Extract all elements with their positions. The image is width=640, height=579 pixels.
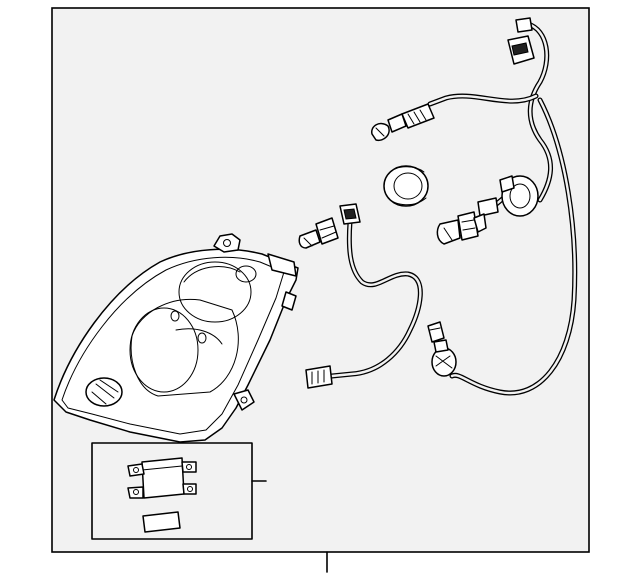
ballast-module-inset <box>91 442 267 540</box>
side-marker-bulb <box>371 103 435 142</box>
harness-connector-lower <box>305 365 333 389</box>
wedge-bulb <box>436 211 487 245</box>
lower-bulb-socket <box>427 321 457 377</box>
headlamp-wiring-harness <box>329 21 578 396</box>
harness-connector <box>507 17 535 65</box>
headlamp-bulb <box>298 203 361 249</box>
dust-cover-cap <box>383 165 429 207</box>
bulb-socket <box>477 175 539 217</box>
headlamp-housing <box>53 233 299 443</box>
